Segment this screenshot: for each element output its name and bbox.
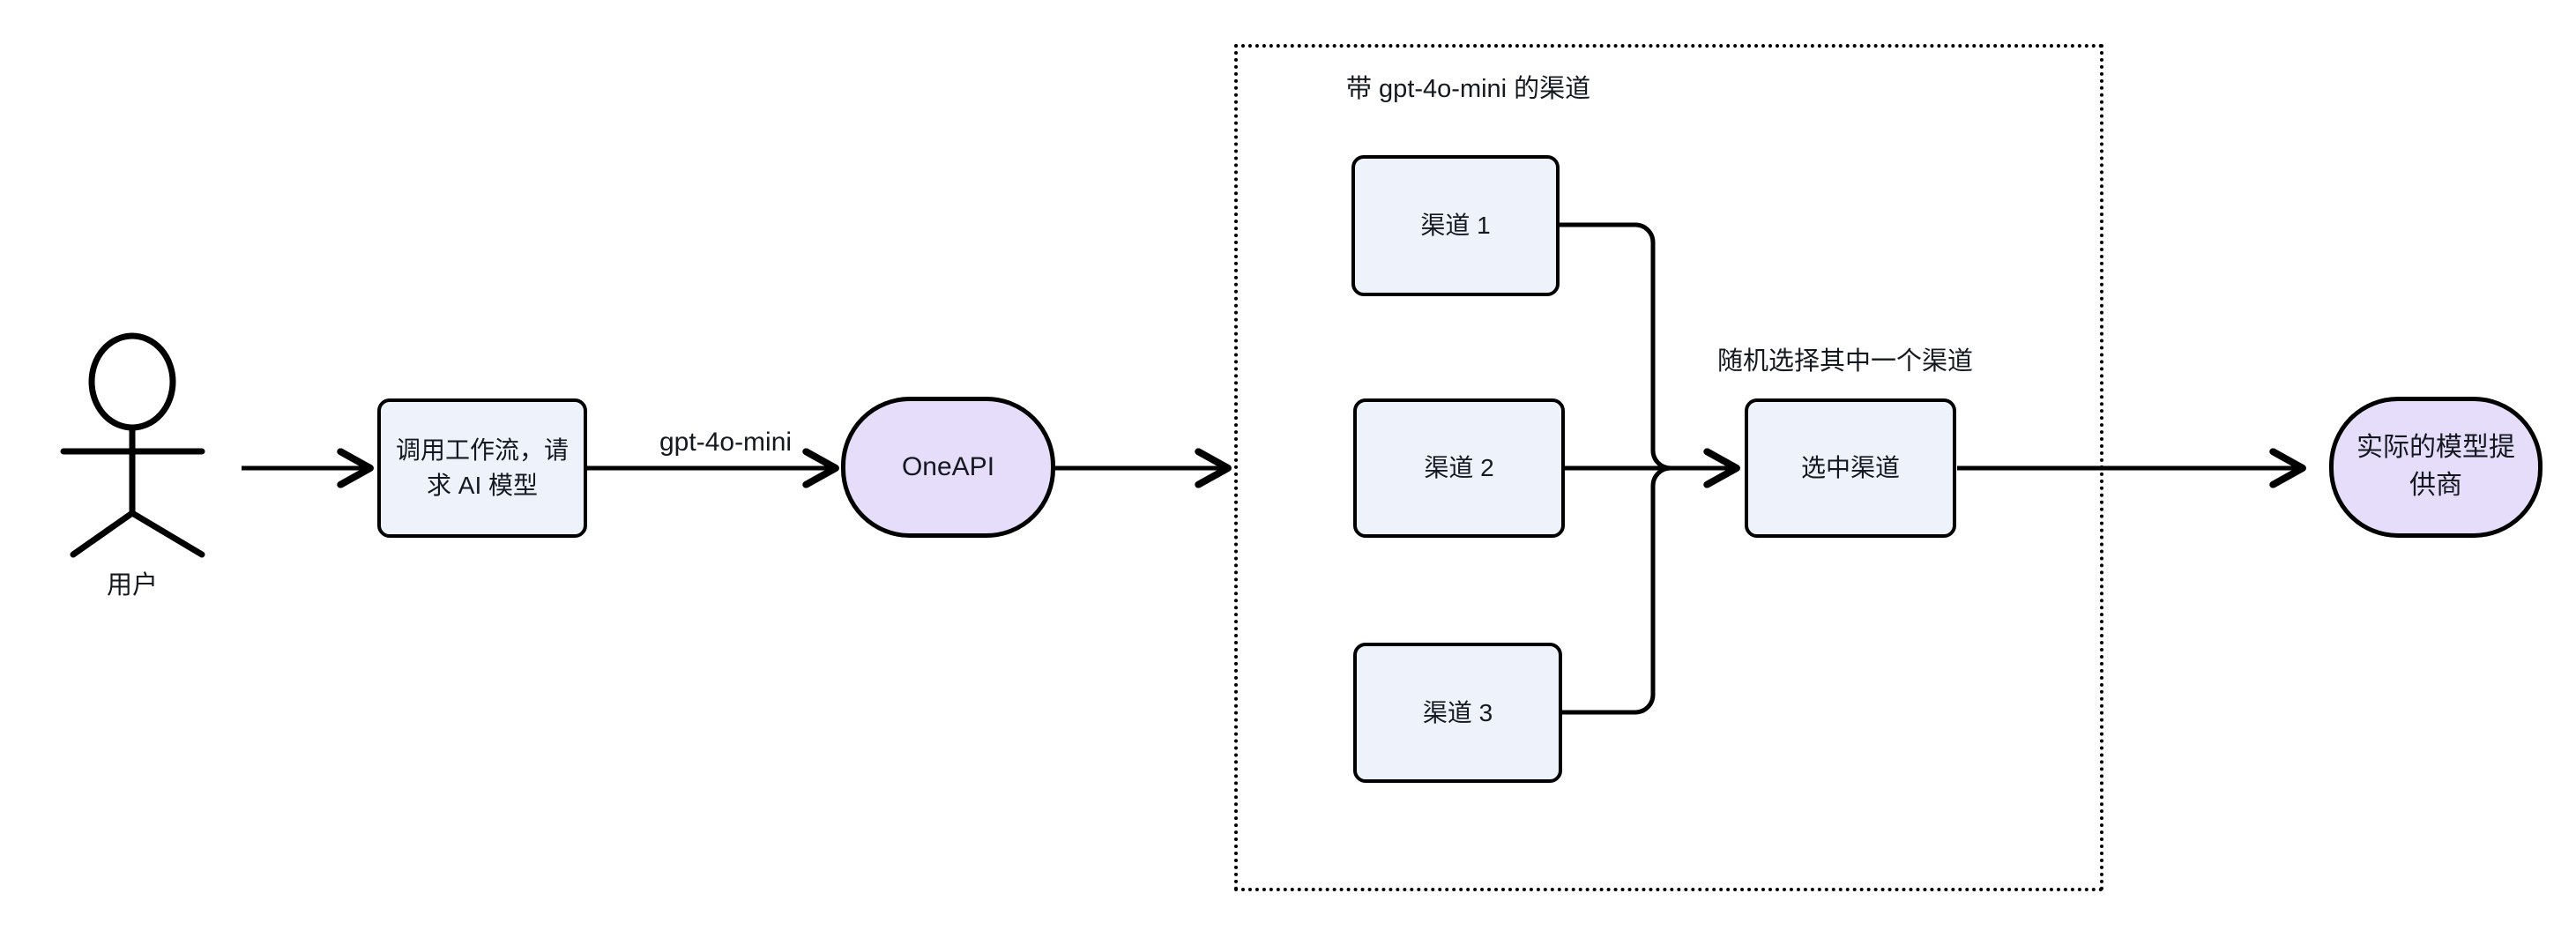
group-gpt4o-mini-channels [1234, 44, 2103, 891]
node-model-provider[interactable]: 实际的模型提 供商 [2329, 397, 2542, 538]
stick-figure-actor [60, 332, 205, 558]
node-model-provider-label: 实际的模型提 供商 [2356, 433, 2515, 500]
node-channel-1-label: 渠道 1 [1420, 212, 1491, 240]
node-channel-3[interactable]: 渠道 3 [1353, 643, 1562, 783]
node-oneapi[interactable]: OneAPI [841, 397, 1055, 538]
node-channel-1[interactable]: 渠道 1 [1351, 155, 1560, 296]
actor-label-user: 用户 [106, 571, 158, 599]
group-title-gpt4o-mini-channels: 带 gpt-4o-mini 的渠道 [1346, 75, 1591, 103]
node-workflow[interactable]: 调用工作流，请 求 AI 模型 [377, 398, 587, 538]
node-channel-2[interactable]: 渠道 2 [1353, 398, 1565, 538]
node-selected-channel[interactable]: 选中渠道 [1745, 398, 1956, 538]
node-selected-channel-label: 选中渠道 [1800, 454, 1900, 482]
edge-label-model-name: gpt-4o-mini [659, 428, 793, 457]
edge-label-random-pick: 随机选择其中一个渠道 [1717, 347, 1974, 376]
node-channel-3-label: 渠道 3 [1422, 698, 1493, 726]
node-channel-2-label: 渠道 2 [1424, 454, 1494, 482]
node-workflow-label: 调用工作流，请 求 AI 模型 [395, 436, 569, 499]
node-oneapi-label: OneAPI [901, 451, 995, 481]
